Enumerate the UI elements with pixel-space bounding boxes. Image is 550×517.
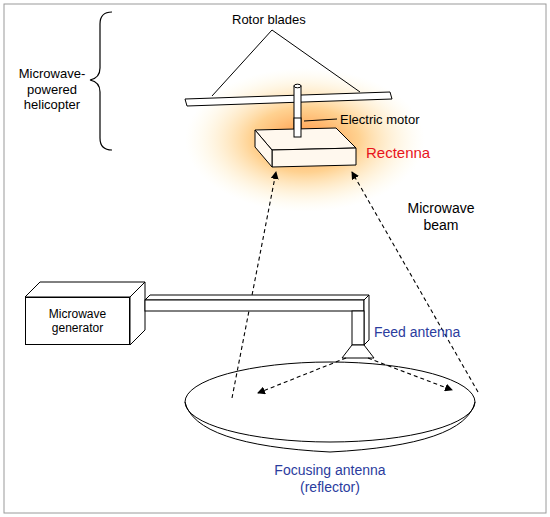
- rectenna-side: [255, 130, 272, 167]
- part-label: Rotor blades: [232, 12, 306, 28]
- brace: [90, 12, 112, 150]
- generator-box: Microwave generator: [25, 297, 130, 345]
- feed-ray: [368, 358, 452, 390]
- reflector-rim: [185, 362, 475, 442]
- microwave-glow: [185, 68, 425, 212]
- part-label: Rectenna: [366, 144, 430, 162]
- waveguide-top: [145, 295, 369, 300]
- feed-horn: [342, 345, 374, 358]
- beam-line: [232, 172, 276, 398]
- waveguide-side: [364, 295, 369, 345]
- frame: [4, 4, 546, 513]
- waveguide-down: [352, 311, 364, 345]
- rectenna-top: [255, 128, 356, 150]
- rectenna-front: [272, 148, 356, 167]
- shaft-top: [294, 84, 301, 88]
- leader-line: [304, 119, 337, 121]
- electric-motor: [294, 118, 301, 137]
- reflector-bowl: [185, 402, 475, 452]
- rotor-blade-outline: [212, 30, 360, 96]
- waveguide: [145, 300, 364, 311]
- rotor-blade: [185, 92, 392, 106]
- part-label: Microwave beam: [398, 200, 484, 234]
- part-label: Electric motor: [340, 112, 419, 128]
- generator-side: [130, 282, 145, 345]
- feed-ray: [258, 358, 346, 393]
- part-label: Focusing antenna (reflector): [250, 462, 410, 496]
- part-label: Microwave-powered helicopter: [6, 66, 98, 113]
- part-label: Feed antenna: [374, 324, 460, 341]
- box-label: Microwave generator: [26, 307, 129, 336]
- generator-top: [25, 282, 145, 297]
